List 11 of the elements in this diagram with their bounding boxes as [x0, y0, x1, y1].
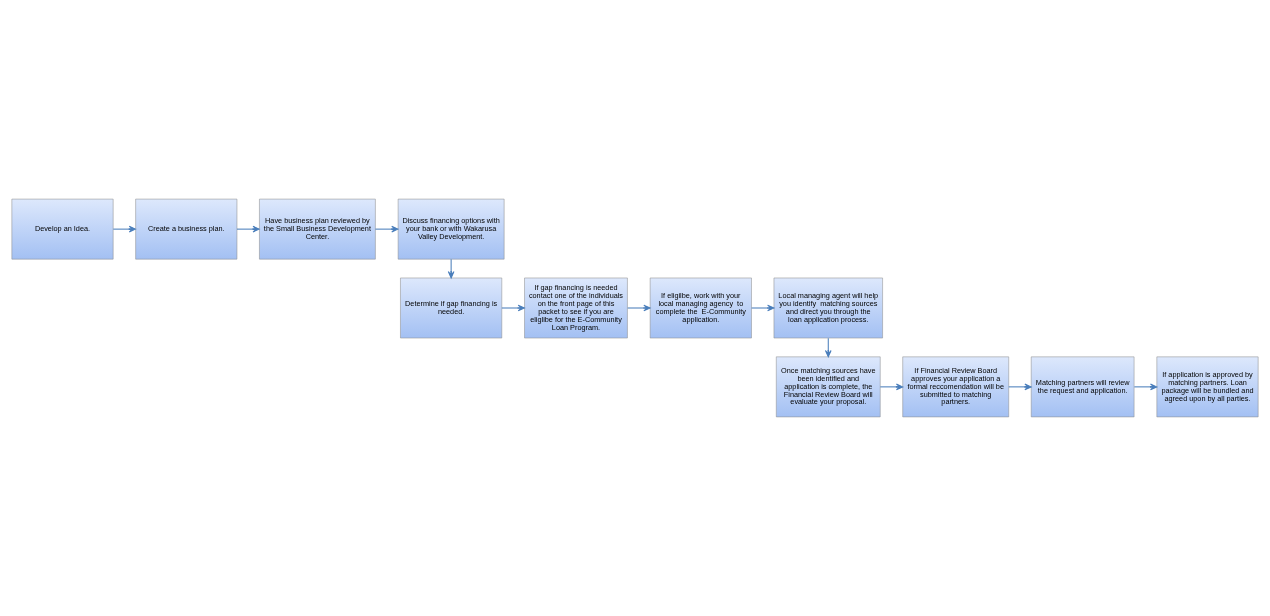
arrow — [751, 304, 775, 312]
arrow — [1133, 383, 1158, 391]
arrow — [824, 337, 832, 358]
arrow — [879, 383, 904, 391]
arrow — [236, 225, 260, 233]
arrow — [1008, 383, 1032, 391]
arrow — [374, 225, 399, 233]
arrow — [447, 258, 455, 279]
arrow — [627, 304, 651, 312]
arrow — [501, 304, 525, 312]
arrow — [112, 225, 137, 233]
